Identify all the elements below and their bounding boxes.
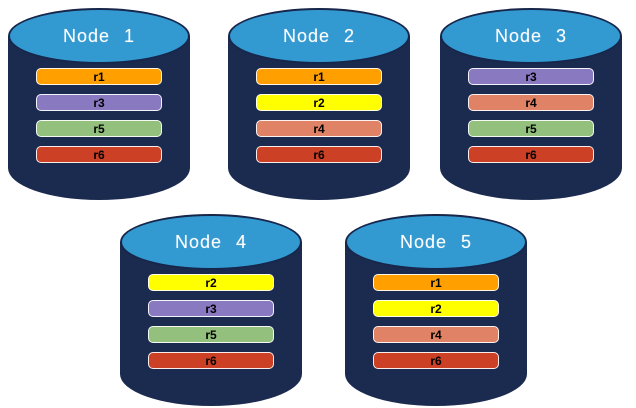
replica-bar-r6: r6: [373, 352, 499, 369]
database-node-3: Node 3 r3 r4 r5 r6: [440, 8, 622, 200]
replica-bar-r5: r5: [468, 120, 594, 137]
replica-bar-r6: r6: [256, 146, 382, 163]
replica-list: r1 r2 r4 r6: [228, 68, 410, 163]
replica-list: r1 r3 r5 r6: [8, 68, 190, 163]
cylinder-top: Node 4: [120, 214, 302, 270]
replica-list: r3 r4 r5 r6: [440, 68, 622, 163]
replica-bar-r2: r2: [373, 300, 499, 317]
database-node-2: Node 2 r1 r2 r4 r6: [228, 8, 410, 200]
cylinder-top: Node 3: [440, 8, 622, 64]
replica-list: r1 r2 r4 r6: [345, 274, 527, 369]
replica-bar-r2: r2: [256, 94, 382, 111]
replica-bar-r3: r3: [36, 94, 162, 111]
replica-bar-r5: r5: [148, 326, 274, 343]
replica-bar-r6: r6: [468, 146, 594, 163]
replica-bar-r5: r5: [36, 120, 162, 137]
replica-bar-r3: r3: [468, 68, 594, 85]
node-label: Node 4: [174, 231, 248, 252]
replica-list: r2 r3 r5 r6: [120, 274, 302, 369]
replica-bar-r4: r4: [468, 94, 594, 111]
replica-bar-r6: r6: [36, 146, 162, 163]
replica-bar-r3: r3: [148, 300, 274, 317]
node-label: Node 2: [282, 25, 356, 46]
node-label: Node 5: [399, 231, 473, 252]
replica-bar-r4: r4: [373, 326, 499, 343]
replica-bar-r2: r2: [148, 274, 274, 291]
database-node-5: Node 5 r1 r2 r4 r6: [345, 214, 527, 406]
node-label: Node 1: [62, 25, 136, 46]
database-node-1: Node 1 r1 r3 r5 r6: [8, 8, 190, 200]
replica-bar-r4: r4: [256, 120, 382, 137]
replica-bar-r6: r6: [148, 352, 274, 369]
replica-bar-r1: r1: [373, 274, 499, 291]
database-node-4: Node 4 r2 r3 r5 r6: [120, 214, 302, 406]
replica-bar-r1: r1: [36, 68, 162, 85]
replica-bar-r1: r1: [256, 68, 382, 85]
cylinder-top: Node 1: [8, 8, 190, 64]
cylinder-top: Node 5: [345, 214, 527, 270]
node-label: Node 3: [494, 25, 568, 46]
cylinder-top: Node 2: [228, 8, 410, 64]
